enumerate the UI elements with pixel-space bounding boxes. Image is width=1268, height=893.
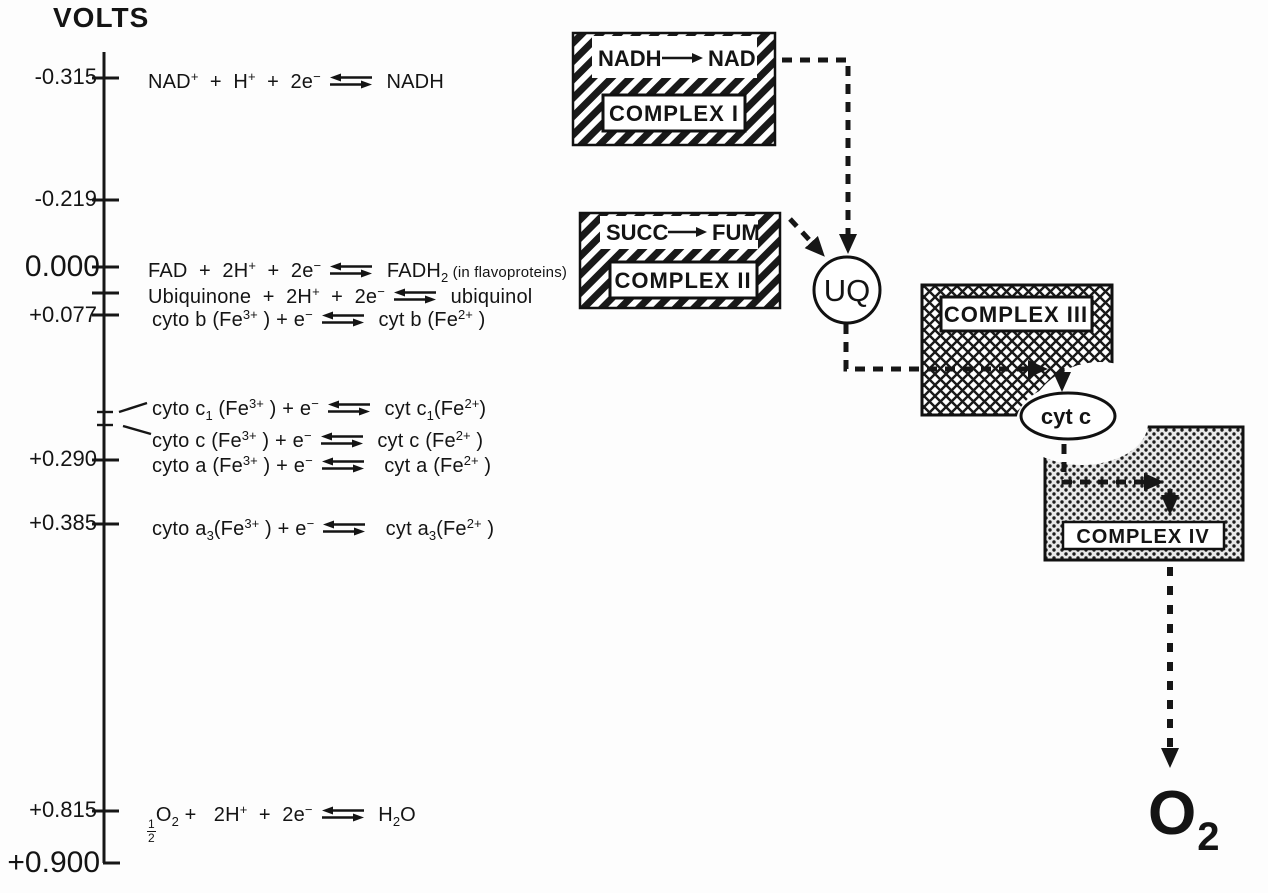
equilibrium-arrow-icon: [329, 73, 372, 89]
uq-circle: [812, 255, 882, 325]
arrow-complex2-to-uq: [788, 217, 825, 257]
reaction-row: cyto c (Fe3+ ) + e− cyt c (Fe2+ ): [152, 428, 484, 452]
complex-2-label: COMPLEX II: [614, 268, 751, 293]
equilibrium-arrow-icon: [330, 262, 373, 278]
tick-label: 0.000: [24, 250, 100, 283]
complex-4-label: COMPLEX IV: [1076, 526, 1209, 548]
reaction-row: FAD + 2H+ + 2e− FADH2 (in flavoproteins): [148, 258, 568, 285]
reaction-row: cyto b (Fe3+ ) + e− cyt b (Fe2+ ): [152, 307, 486, 331]
reaction-row: Ubiquinone + 2H+ + 2e− ubiquinol: [148, 284, 533, 308]
tick-label: -0.219: [34, 186, 97, 211]
cytc-ellipse: [1019, 391, 1117, 441]
complex-1-label: COMPLEX I: [609, 101, 739, 126]
complex-3-label: COMPLEX III: [944, 302, 1088, 327]
complex-3-label-box: [939, 295, 1094, 333]
axis-title: VOLTS: [53, 2, 150, 33]
tick-label: -0.315: [34, 64, 97, 89]
reaction-row: cyto a (Fe3+ ) + e− cyt a (Fe2+ ): [152, 453, 492, 477]
tick-label: +0.815: [29, 797, 97, 822]
arrow-complex1-to-uq: [782, 57, 857, 254]
leader-lines: [118, 401, 152, 436]
uq-label: UQ: [824, 273, 871, 308]
complex-2-label-box: [608, 260, 759, 300]
electron-flow-arrows: [782, 57, 1179, 768]
o2-label: O2: [1148, 778, 1220, 860]
complex-1-box: NADH NAD COMPLEX I: [571, 31, 777, 147]
tick-label: +0.077: [29, 302, 97, 327]
volt-axis: [92, 52, 152, 865]
equilibrium-arrow-icon: [393, 288, 436, 304]
cytc-label: cyt c: [1041, 404, 1091, 429]
equilibrium-arrow-icon: [320, 432, 363, 448]
reaction-row: cyto c1 (Fe3+ ) + e− cyt c1(Fe2+): [152, 396, 487, 423]
axis-ticks: [92, 76, 120, 865]
complex-4-label-box: [1061, 520, 1226, 551]
complex-1-substrate-to: NAD: [708, 46, 756, 71]
complex-4-box: COMPLEX IV: [1016, 381, 1245, 562]
arrow-uq-to-complex3: [843, 324, 1048, 378]
cytc-carrier: cyt c: [1019, 391, 1117, 441]
equilibrium-arrow-icon: [327, 400, 370, 416]
arrow-cytc-to-complex4: [1061, 444, 1164, 491]
reaction-row: NAD+ + H+ + 2e− NADH: [148, 69, 444, 93]
o2-base: O: [1148, 779, 1198, 848]
complex-2-substrate-from: SUCC: [606, 220, 668, 245]
reaction-row: cyto a3(Fe3+ ) + e− cyt a3(Fe2+ ): [152, 516, 495, 543]
uq-carrier: UQ: [812, 255, 882, 325]
complex-2-substrate-to: FUM: [712, 220, 760, 245]
equilibrium-arrow-icon: [321, 806, 364, 822]
tick-label: +0.900: [7, 846, 100, 879]
complex-1-substrate-from: NADH: [598, 46, 662, 71]
tick-label: +0.290: [29, 446, 97, 471]
o2-subscript: 2: [1197, 815, 1221, 859]
complex-1-label-box: [601, 93, 747, 133]
equilibrium-arrow-icon: [321, 457, 364, 473]
equilibrium-arrow-icon: [321, 311, 364, 327]
tick-label: +0.385: [29, 510, 97, 535]
complex-2-box: SUCC FUM COMPLEX II: [578, 211, 782, 310]
equilibrium-arrow-icon: [323, 520, 366, 536]
